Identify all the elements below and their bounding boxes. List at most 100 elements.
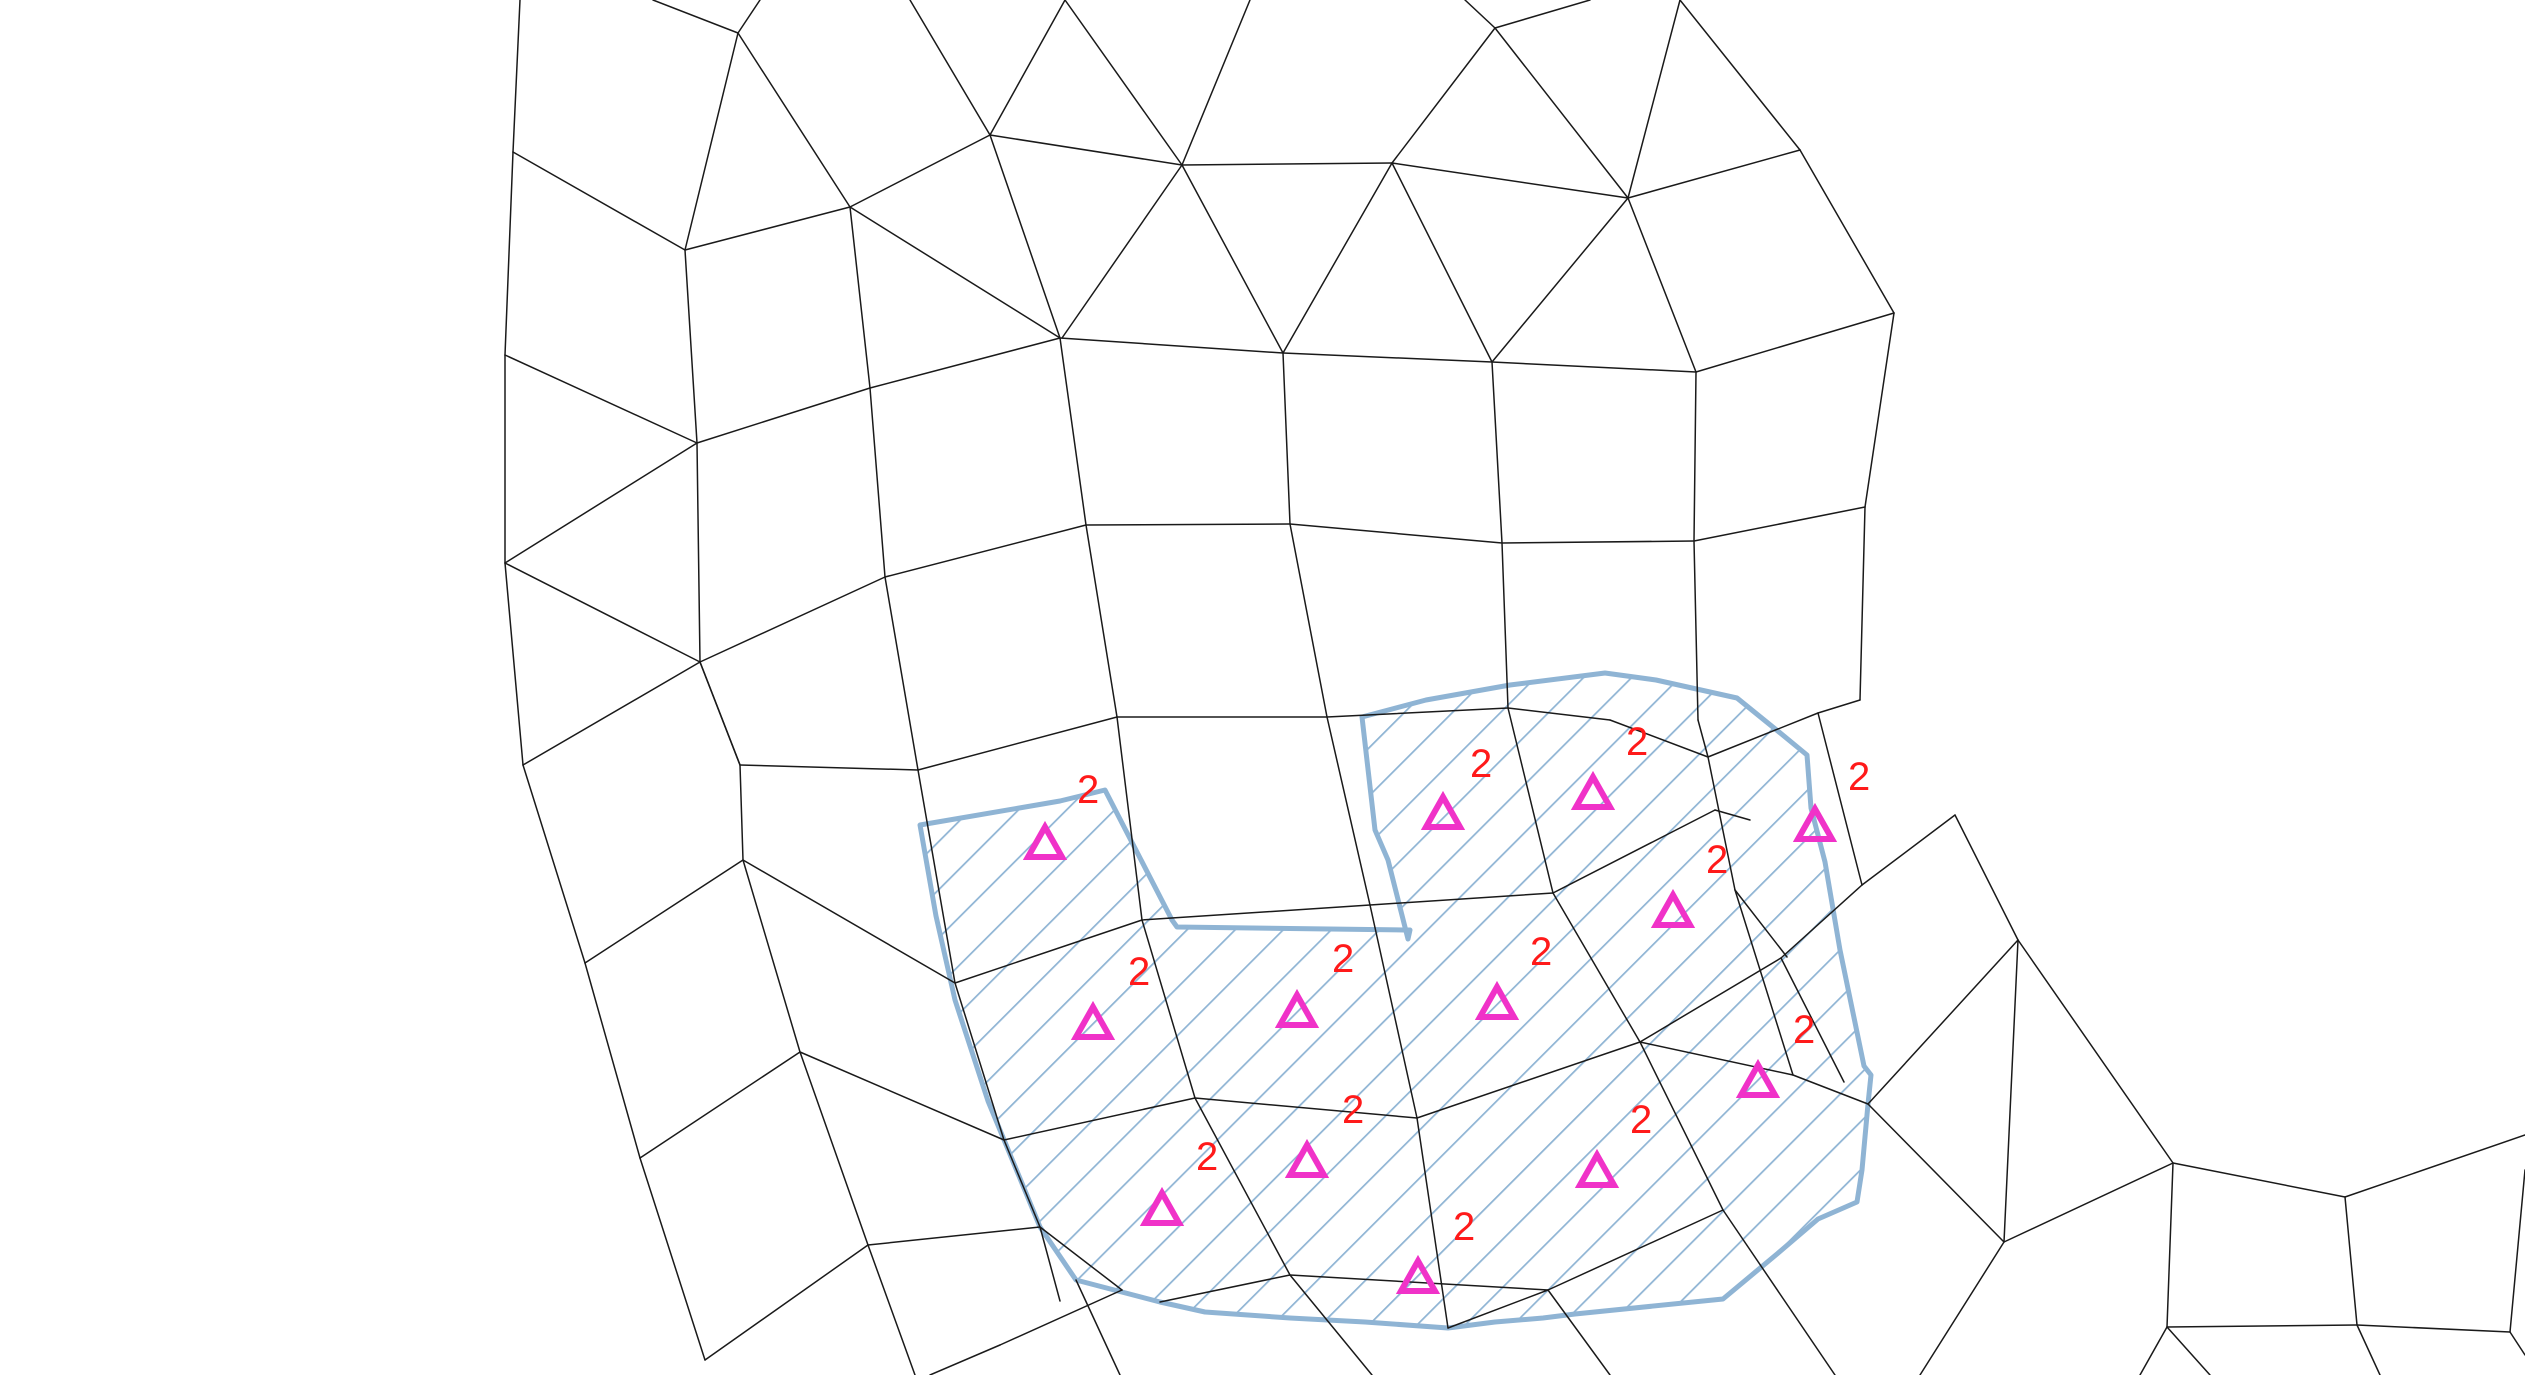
mesh-edge xyxy=(989,134,1183,166)
mesh-edge xyxy=(1722,1209,1836,1375)
mesh-edge xyxy=(1391,162,1629,199)
mesh-edge xyxy=(2344,1196,2358,1326)
mesh-edge xyxy=(929,1344,1001,1375)
selected-regions[interactable] xyxy=(917,670,1874,1331)
mesh-edge xyxy=(1859,506,1866,701)
mesh-edge xyxy=(1639,1041,1794,1076)
mesh-edge xyxy=(1507,707,1554,894)
triangle-outline-icon xyxy=(1474,980,1520,1020)
mesh-edge xyxy=(2017,939,2174,1164)
mesh-edge xyxy=(1792,1074,1869,1105)
mesh-edge xyxy=(1491,197,1629,363)
mesh-edge xyxy=(1181,164,1284,354)
mesh-edge xyxy=(1714,809,1751,821)
selected-region-left[interactable] xyxy=(917,670,1874,1331)
mesh-edge xyxy=(2003,1162,2174,1243)
triangle-outline-icon xyxy=(1574,1148,1620,1188)
mesh-edge xyxy=(2172,1162,2346,1198)
mesh-edge xyxy=(1954,814,2019,941)
mesh-edge xyxy=(639,1051,801,1159)
node-marker[interactable]: 2 xyxy=(1070,950,1150,1040)
mesh-edge xyxy=(504,562,701,663)
node-marker[interactable]: 2 xyxy=(1474,930,1552,1020)
mesh-edge xyxy=(1289,1274,1373,1375)
mesh-edge xyxy=(2166,1162,2174,1328)
mesh-edge xyxy=(2356,1324,2511,1333)
mesh-edge xyxy=(849,206,1061,339)
marker-label: 2 xyxy=(1196,1135,1218,1179)
mesh-edge xyxy=(699,661,741,766)
marker-label: 2 xyxy=(1128,950,1150,994)
mesh-edge xyxy=(884,576,919,771)
mesh-edge xyxy=(1416,1041,1641,1119)
triangle-outline-icon xyxy=(1395,1254,1441,1294)
mesh-edge xyxy=(1494,0,1591,29)
mesh-edge xyxy=(1181,162,1393,166)
mesh-edge xyxy=(1194,1097,1418,1119)
mesh-edge xyxy=(1085,524,1118,718)
mesh-edge xyxy=(1817,712,1863,886)
mesh-edge xyxy=(652,0,739,34)
mesh-edge xyxy=(512,0,521,153)
mesh-edge xyxy=(504,151,514,356)
triangle-outline-icon xyxy=(1284,1138,1330,1178)
node-marker[interactable]: 2 xyxy=(1274,937,1354,1028)
mesh-edge xyxy=(522,661,701,766)
mesh-edge xyxy=(1369,904,1418,1119)
mesh-edge xyxy=(1282,162,1393,354)
node-marker[interactable]: 2 xyxy=(1395,1205,1475,1294)
mesh-edge xyxy=(1693,540,1699,721)
mesh-edge xyxy=(1547,1209,1724,1291)
mesh-edge xyxy=(639,1157,706,1361)
mesh-edge xyxy=(584,859,744,964)
mesh-edge xyxy=(742,859,801,1053)
node-marker[interactable]: 2 xyxy=(1420,742,1492,830)
mesh-edge xyxy=(1003,1139,1041,1228)
node-marker[interactable]: 2 xyxy=(1284,1088,1364,1178)
mesh-edge xyxy=(584,962,641,1159)
node-marker[interactable]: 2 xyxy=(1792,755,1870,842)
mesh-edge xyxy=(684,32,739,251)
mesh-edge xyxy=(684,249,698,444)
mesh-edge xyxy=(1282,352,1493,363)
mesh-edge xyxy=(1707,756,1736,891)
mesh-edge xyxy=(699,576,886,663)
node-marker[interactable]: 2 xyxy=(1139,1135,1218,1226)
mesh-edge xyxy=(1507,707,1611,721)
mesh-edge xyxy=(2344,1134,2525,1198)
mesh-edge xyxy=(1919,1241,2005,1375)
mesh-edge xyxy=(1326,707,1509,718)
mesh-edge xyxy=(696,442,701,663)
mesh-edge xyxy=(1039,1226,1123,1291)
mesh-edge xyxy=(504,562,524,766)
node-marker[interactable]: 2 xyxy=(1735,1008,1815,1098)
mesh-edge xyxy=(1326,716,1371,906)
mesh-edge xyxy=(954,982,1005,1141)
mesh-edge xyxy=(1627,0,1681,199)
mesh-edge xyxy=(1064,0,1183,166)
marker-label: 2 xyxy=(1630,1098,1652,1142)
triangle-outline-icon xyxy=(1792,802,1838,842)
node-marker[interactable]: 2 xyxy=(1650,838,1728,928)
mesh-edge xyxy=(1391,162,1493,363)
marker-label: 2 xyxy=(1626,720,1648,764)
mesh-edge xyxy=(2166,1324,2358,1328)
marker-label: 2 xyxy=(1332,937,1354,981)
mesh-edge xyxy=(1780,884,1863,959)
node-marker[interactable]: 2 xyxy=(1574,1098,1652,1188)
node-marker[interactable]: 2 xyxy=(1570,720,1648,810)
mesh-edge xyxy=(2166,1326,2211,1375)
mesh-edge xyxy=(1494,27,1629,199)
node-marker[interactable]: 2 xyxy=(1022,768,1099,860)
mesh-edge xyxy=(1039,1226,1061,1302)
mesh-edge xyxy=(867,1244,916,1375)
mesh-edge xyxy=(884,524,1087,578)
mesh-edge xyxy=(739,764,919,771)
mesh-edge xyxy=(522,764,586,964)
mesh-edge xyxy=(1416,1117,1449,1329)
mesh-edge xyxy=(799,1051,1005,1141)
mesh-edge xyxy=(869,387,886,578)
